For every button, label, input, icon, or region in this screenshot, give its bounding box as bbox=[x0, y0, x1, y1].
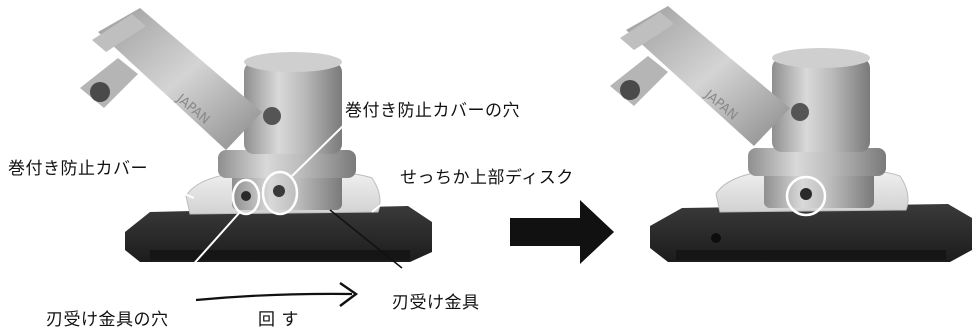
left-clamp bbox=[80, 58, 138, 108]
left-body-bolt bbox=[263, 107, 281, 125]
callout-circle-blade-holder-hole bbox=[231, 178, 261, 216]
left-cover-hole bbox=[273, 185, 285, 197]
right-blade-holder bbox=[764, 170, 874, 208]
right-body-bolt bbox=[791, 103, 809, 121]
leader-cover-hole bbox=[291, 123, 346, 177]
label-blade-holder-hole: 刃受け金具の穴 bbox=[46, 310, 169, 330]
label-rotate: 回 す bbox=[258, 310, 299, 330]
right-aligned-hole bbox=[800, 188, 812, 200]
label-guard-cover: 巻付き防止カバー bbox=[8, 159, 148, 179]
leader-blade-holder bbox=[329, 209, 403, 269]
rotate-arrow-icon bbox=[195, 282, 359, 307]
left-gearcase: JAPAN bbox=[80, 8, 432, 297]
label-upper-disk: せっちか上部ディスク bbox=[400, 168, 574, 188]
label-guard-cover-hole: 巻付き防止カバーの穴 bbox=[345, 101, 520, 121]
left-body bbox=[244, 62, 342, 154]
callout-circle-cover-hole bbox=[261, 170, 299, 216]
right-top-cap bbox=[772, 48, 870, 68]
label-blade-holder: 刃受け金具 bbox=[392, 293, 480, 313]
callout-circle-aligned-hole bbox=[785, 175, 827, 217]
left-clamp-bolt bbox=[90, 82, 110, 102]
left-shaft bbox=[98, 8, 262, 150]
right-gearcase: JAPAN bbox=[610, 6, 972, 262]
right-clamp-bolt bbox=[620, 80, 640, 100]
left-disk-rim bbox=[150, 250, 410, 260]
left-top-cap bbox=[244, 52, 342, 72]
right-disk-hole bbox=[711, 233, 721, 243]
right-shaft bbox=[626, 6, 790, 146]
left-blade-holder-hole bbox=[241, 191, 251, 201]
left-shaft-end bbox=[92, 14, 146, 52]
right-body bbox=[772, 58, 870, 152]
right-clamp bbox=[610, 56, 668, 106]
right-upper-disk bbox=[650, 204, 972, 262]
left-upper-disk bbox=[125, 206, 432, 262]
right-disk-rim bbox=[676, 250, 946, 260]
right-flange bbox=[748, 148, 886, 176]
right-shaft-end bbox=[620, 12, 674, 50]
leader-blade-holder-hole bbox=[164, 211, 241, 297]
leader-guard-cover bbox=[147, 177, 195, 199]
right-arrow-icon bbox=[510, 200, 614, 264]
leader-upper-disk bbox=[371, 187, 403, 213]
left-flange bbox=[218, 150, 356, 178]
